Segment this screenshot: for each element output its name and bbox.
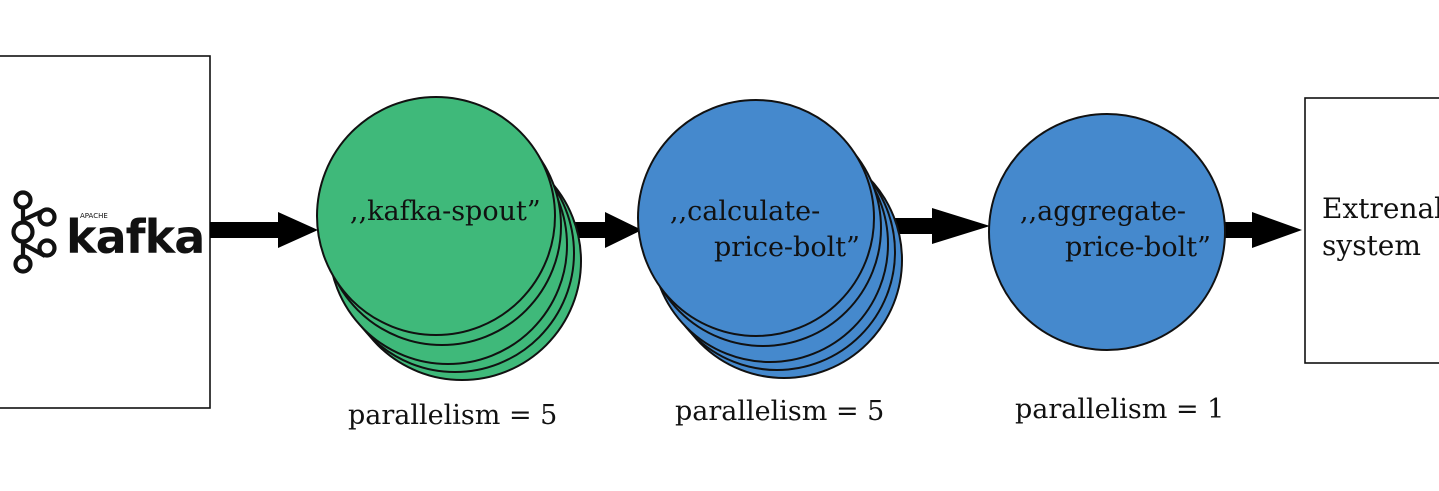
arrow-calc-to-agg	[893, 208, 990, 244]
kafka-logo-icon	[11, 190, 57, 274]
agg-bolt-name-line2: price-bolt”	[1065, 232, 1211, 263]
calc-bolt-parallelism: parallelism = 5	[675, 396, 884, 427]
external-system-label-line2: system	[1322, 229, 1421, 262]
stage-aggregate-price-bolt: ,,aggregate- price-bolt” parallelism = 1	[988, 113, 1226, 425]
external-system: Extrenal system	[1304, 97, 1439, 364]
spout-name: ,,kafka-spout”	[350, 196, 541, 227]
arrow-kafka-to-spout	[210, 212, 318, 248]
kafka-logo-wordmark: kafka	[66, 210, 204, 264]
calc-bolt-name-line2: price-bolt”	[714, 232, 860, 263]
arrow-spout-to-calc	[575, 212, 642, 248]
stage-calculate-price-bolt: ,,calculate- price-bolt” parallelism = 5	[637, 99, 903, 427]
flow-arrows	[210, 208, 1302, 248]
calc-bolt-instance-front	[637, 99, 875, 337]
kafka-source-box	[0, 55, 211, 409]
external-system-label-line1: Extrenal	[1322, 192, 1439, 225]
agg-bolt-name-line1: ,,aggregate-	[1020, 196, 1186, 227]
kafka-logo-small-text: APACHE	[80, 212, 108, 220]
spout-instance-stack	[316, 96, 582, 381]
stage-kafka-spout: ,,kafka-spout” parallelism = 5	[316, 96, 582, 431]
spout-parallelism: parallelism = 5	[348, 400, 557, 431]
kafka-source: APACHE kafka ®	[0, 55, 211, 409]
agg-bolt-parallelism: parallelism = 1	[1015, 394, 1224, 425]
calc-bolt-instance-stack	[637, 99, 903, 379]
agg-bolt-instance	[988, 113, 1226, 351]
kafka-logo-registered-mark: ®	[178, 245, 187, 255]
spout-instance-front	[316, 96, 556, 336]
external-system-box	[1304, 97, 1439, 364]
calc-bolt-name-line1: ,,calculate-	[670, 196, 820, 227]
arrow-agg-to-sink	[1224, 212, 1302, 248]
